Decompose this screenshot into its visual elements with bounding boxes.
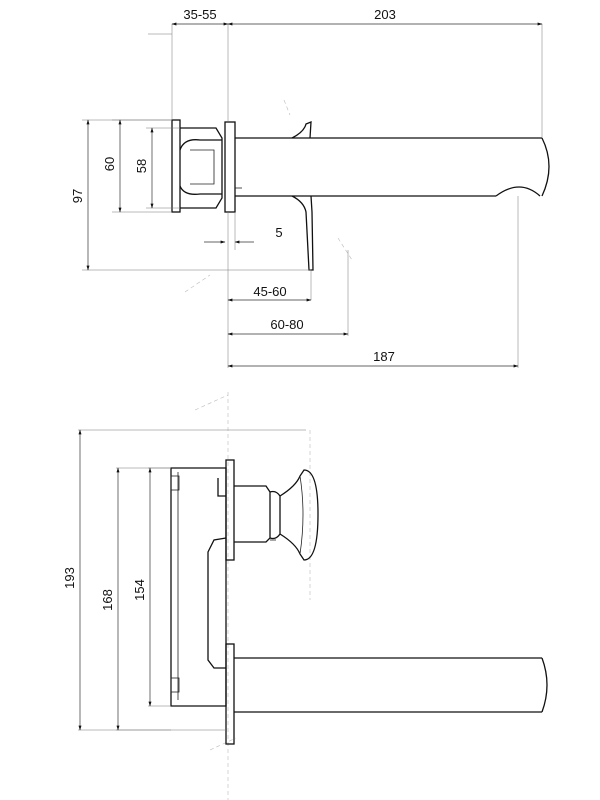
wall-plate-top [224,121,236,213]
wall-plate-lower [225,643,235,745]
dim-label-45-60: 45-60 [253,284,286,299]
back-box-top [171,119,223,213]
wall-dash [209,737,237,751]
spout-top [235,137,550,197]
wall-dash [283,99,291,116]
wall-dash [337,237,353,261]
spout-front [234,657,548,713]
front-view: 193 168 154 [62,392,548,800]
dim-label-58: 58 [134,159,149,173]
mixer-handle [234,469,319,561]
dim-label-187: 187 [373,349,395,364]
dim-label-60-80: 60-80 [270,317,303,332]
concealed-body [170,467,227,707]
dim-label-193: 193 [62,567,77,589]
lever-top [235,121,314,271]
dim-label-60: 60 [102,157,117,171]
dim-label-97: 97 [70,189,85,203]
dim-label-168: 168 [100,589,115,611]
dim-label-154: 154 [132,579,147,601]
dim-label-5: 5 [275,225,282,240]
wall-plate-upper [225,459,235,561]
wall-dash [184,274,211,293]
dim-label-35-55: 35-55 [183,7,216,22]
top-view: 35-55 203 97 60 58 5 45-60 60-80 187 [70,7,550,368]
dim-label-203: 203 [374,7,396,22]
wall-dash [194,394,229,411]
